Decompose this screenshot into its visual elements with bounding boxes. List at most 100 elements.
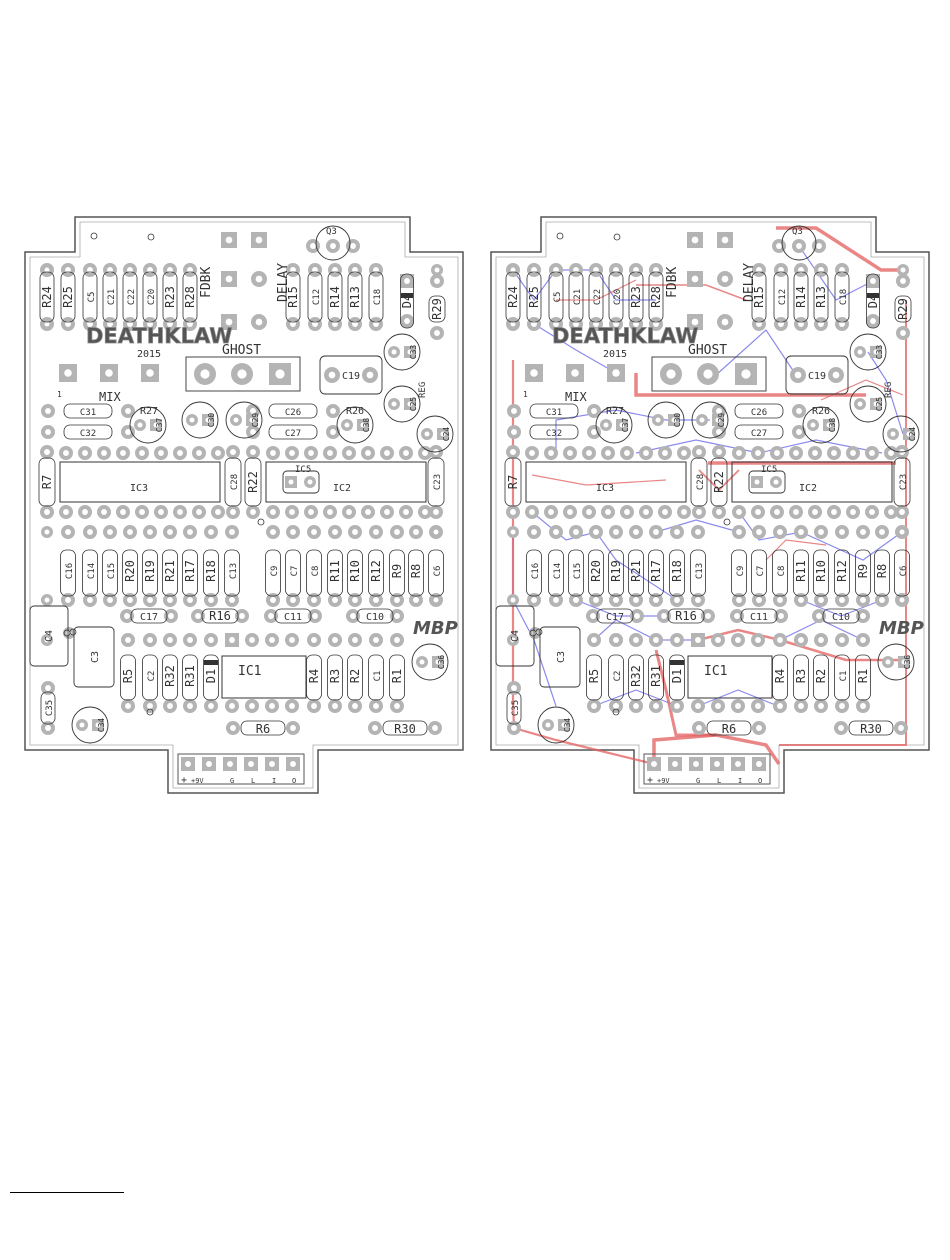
drill-hole xyxy=(167,321,173,327)
component-label: C35 xyxy=(511,700,521,716)
drill-hole xyxy=(95,722,101,728)
component-label: R28 xyxy=(183,286,197,308)
drill-hole xyxy=(900,267,906,273)
drill-hole xyxy=(250,429,256,435)
drill-hole xyxy=(839,597,845,603)
input-label: I xyxy=(738,777,742,785)
drill-hole xyxy=(773,479,779,485)
drill-hole xyxy=(794,371,802,379)
brand-logo: MBP xyxy=(413,618,458,639)
drill-hole xyxy=(167,267,173,273)
component-outline xyxy=(894,549,910,597)
drill-hole xyxy=(870,318,876,324)
component-outline xyxy=(834,549,850,597)
drill-hole xyxy=(900,330,906,336)
component-outline xyxy=(608,549,624,597)
component-label: R11 xyxy=(328,560,342,582)
bottom-trace xyxy=(575,599,666,617)
drill-hole xyxy=(270,529,276,535)
component-outline xyxy=(710,457,728,507)
year-label: 2015 xyxy=(603,349,627,360)
drill-hole xyxy=(777,597,783,603)
drill-hole xyxy=(691,275,699,283)
drill-hole xyxy=(756,725,762,731)
component-label: R31 xyxy=(649,665,663,687)
component-label: R32 xyxy=(629,665,643,687)
component-outline xyxy=(793,271,809,323)
power-header: + +9V G L I O xyxy=(177,753,305,786)
component-label: C31 xyxy=(80,408,96,418)
project-name: DEATHKLAW xyxy=(86,324,232,348)
drill-hole xyxy=(308,509,314,515)
drill-hole xyxy=(619,422,625,428)
drill-hole xyxy=(65,267,71,273)
drill-hole xyxy=(332,529,338,535)
component-label: C6 xyxy=(433,566,443,577)
component-label: C2 xyxy=(147,671,157,682)
drill-hole xyxy=(695,597,701,603)
component-outline xyxy=(628,654,644,701)
component-outline xyxy=(608,271,624,323)
drill-hole xyxy=(818,267,824,273)
drill-hole xyxy=(352,321,358,327)
component-outline xyxy=(408,549,424,597)
film-cap-outline xyxy=(73,626,115,688)
drill-hole xyxy=(275,369,285,379)
component-outline xyxy=(793,654,809,701)
drill-hole xyxy=(741,369,751,379)
component-label: C28 xyxy=(696,474,706,490)
drill-hole xyxy=(666,369,676,379)
drill-hole xyxy=(290,761,296,767)
component-label: C29 xyxy=(717,413,726,428)
drill-hole xyxy=(127,597,133,603)
drill-hole xyxy=(545,722,551,728)
ic5-label: IC5 xyxy=(295,465,311,475)
ground-label: G xyxy=(696,777,700,785)
component-outline xyxy=(268,424,318,440)
component-outline xyxy=(347,654,363,701)
bottom-trace xyxy=(655,519,740,533)
component-outline xyxy=(690,457,708,507)
drill-hole xyxy=(593,321,599,327)
drill-hole xyxy=(591,637,597,643)
drill-hole xyxy=(736,509,742,515)
bottom-trace xyxy=(593,689,678,707)
led-label: L xyxy=(717,777,721,785)
drill-hole xyxy=(511,685,517,691)
drill-hole xyxy=(434,267,440,273)
component-outline xyxy=(648,654,664,701)
bottom-trace xyxy=(800,599,883,617)
bottom-trace xyxy=(798,245,874,301)
drill-hole xyxy=(105,369,113,377)
drill-hole xyxy=(831,450,837,456)
drill-hole xyxy=(691,236,699,244)
drill-hole xyxy=(653,703,659,709)
drill-hole xyxy=(107,529,113,535)
drill-hole xyxy=(839,529,845,535)
component-outline xyxy=(224,549,240,597)
component-outline xyxy=(648,271,664,323)
drill-hole xyxy=(327,509,333,515)
drill-hole xyxy=(45,408,51,414)
drill-hole xyxy=(312,613,318,619)
component-label: R24 xyxy=(506,286,520,308)
drill-hole xyxy=(107,597,113,603)
drill-hole xyxy=(869,450,875,456)
drill-hole xyxy=(63,509,69,515)
drill-hole xyxy=(612,369,620,377)
mounting-hole xyxy=(90,232,98,240)
mix-label: MIX xyxy=(99,390,121,404)
drill-hole xyxy=(691,318,699,326)
drill-hole xyxy=(850,450,856,456)
drill-hole xyxy=(208,703,214,709)
drill-hole xyxy=(605,509,611,515)
drill-hole xyxy=(187,703,193,709)
component-label: R9 xyxy=(856,564,870,578)
component-label: C38 xyxy=(362,418,371,433)
drill-hole xyxy=(756,597,762,603)
component-label: C18 xyxy=(373,289,383,305)
component-label: C4 xyxy=(510,630,521,642)
mounting-hole xyxy=(613,233,621,241)
